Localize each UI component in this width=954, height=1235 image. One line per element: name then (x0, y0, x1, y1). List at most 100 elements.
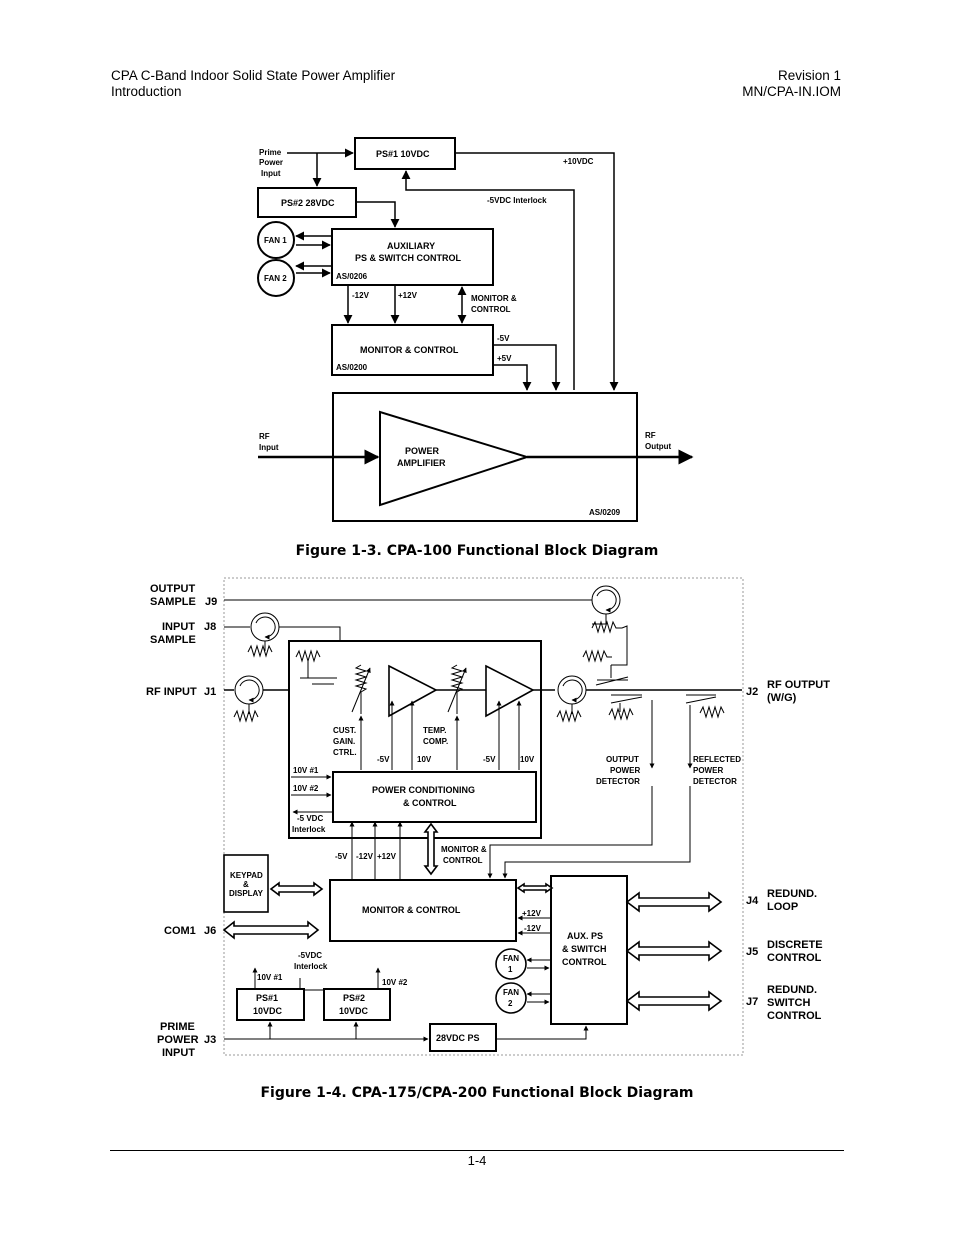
aux-part-number: AS/0206 (336, 272, 368, 281)
rf-output-label-2: (W/G) (767, 692, 797, 704)
figure-cpa175-200-diagram: OUTPUT SAMPLE J9 INPUT SAMPLE J8 RF INPU… (146, 577, 830, 1059)
prime-power-label-3b: INPUT (162, 1047, 195, 1059)
aux2-label-2: & SWITCH (562, 944, 607, 954)
bus-minus5v-label: -5V (335, 852, 348, 861)
redund-switch-label-3: CONTROL (767, 1010, 822, 1022)
plus5v-label: +5V (497, 354, 512, 363)
j5-label: J5 (746, 946, 758, 958)
stage1-minus5v-label: -5V (377, 755, 390, 764)
output-sample-label-2: SAMPLE (150, 596, 196, 608)
chassis-outline (223, 577, 744, 1056)
document-title: CPA C-Band Indoor Solid State Power Ampl… (111, 68, 396, 83)
ps2-28vdc-box (257, 187, 357, 218)
fan2-label: FAN 2 (264, 274, 287, 283)
auxiliary-ps-switch-box (331, 228, 494, 286)
keypad-label-3: DISPLAY (229, 889, 264, 898)
j4-label: J4 (746, 895, 759, 907)
interlock-input-label-2: Interlock (292, 825, 326, 834)
ps-interlock-label-2: Interlock (294, 962, 328, 971)
plus10vdc-label: +10VDC (563, 157, 594, 166)
monitor-control-box (331, 324, 494, 376)
keypad-label-2: & (243, 880, 249, 889)
ps2-10vdc-box-2 (323, 988, 391, 1021)
stage2-10v-label: 10V (520, 755, 535, 764)
discrete-control-label-2: CONTROL (767, 952, 822, 964)
output-sample-label-1: OUTPUT (150, 583, 196, 595)
fan1b-label-1: FAN (503, 954, 519, 963)
ps-interlock-label-1: -5VDC (298, 951, 322, 960)
power-conditioning-box (332, 771, 537, 823)
prime-power-label-3: Input (261, 169, 281, 178)
discrete-control-label-1: DISCRETE (767, 939, 823, 951)
j3-label: J3 (204, 1034, 216, 1046)
rf-input-label-2: Input (259, 443, 279, 452)
figure-1-4-caption: Figure 1-4. CPA-175/CPA-200 Functional B… (260, 1085, 694, 1101)
running-header-right: Revision 1 MN/CPA-IN.IOM (742, 68, 841, 100)
opd-label-1: OUTPUT (606, 755, 639, 764)
monitor-control-box-2 (329, 879, 517, 942)
ps2-10v-output-label: 10V #2 (382, 978, 408, 987)
aux-ps-switch-control-box (550, 875, 628, 1025)
monitor-control-label-2: CONTROL (471, 305, 511, 314)
mc-box-label: MONITOR & CONTROL (360, 345, 459, 355)
fan2b-label-1: FAN (503, 988, 519, 997)
aux-plus12v-label: +12V (522, 909, 542, 918)
ps2b-label-2: 10VDC (339, 1006, 369, 1016)
redund-switch-label-2: SWITCH (767, 997, 810, 1009)
mc-box-label-2: MONITOR & CONTROL (362, 905, 461, 915)
redund-loop-label-1: REDUND. (767, 888, 817, 900)
ps1-10vdc-box-2 (236, 988, 305, 1021)
prime-power-label-1b: PRIME (160, 1021, 195, 1033)
j9-label: J9 (205, 596, 217, 608)
power-amplifier-triangle (379, 410, 531, 507)
rpd-label-2: POWER (693, 766, 723, 775)
rpd-label-1: REFLECTED (693, 755, 741, 764)
com1-label: COM1 (164, 925, 196, 937)
running-header-left: CPA C-Band Indoor Solid State Power Ampl… (111, 68, 395, 100)
10v-1-input-label: 10V #1 (293, 766, 319, 775)
j8-label: J8 (204, 621, 216, 633)
redund-loop-label-2: LOOP (767, 901, 798, 913)
minus12v-label: -12V (352, 291, 370, 300)
mc-part-number: AS/0200 (336, 363, 368, 372)
keypad-label-1: KEYPAD (230, 871, 263, 880)
minus5v-label: -5V (497, 334, 510, 343)
fan2-circle (257, 259, 295, 297)
bus-minus12v-label: -12V (356, 852, 374, 861)
aux2-label-1: AUX. PS (567, 931, 603, 941)
revision-label: Revision 1 (777, 68, 841, 83)
ps28-label: 28VDC PS (436, 1033, 480, 1043)
keypad-display-box (223, 854, 269, 913)
page-number: 1-4 (467, 1153, 487, 1168)
cust-gain-label-2: GAIN. (333, 737, 355, 746)
document-number: MN/CPA-IN.IOM (742, 84, 841, 99)
opd-label-3: DETECTOR (596, 777, 640, 786)
figure-cpa100-diagram: Prime Power Input PS#1 10VDC PS#2 28VDC … (257, 137, 694, 522)
stage1-10v-label: 10V (417, 755, 432, 764)
input-sample-label-1: INPUT (162, 621, 195, 633)
pcc-label-1: POWER CONDITIONING (372, 785, 475, 795)
ps2b-label-1: PS#2 (343, 993, 365, 1003)
ps-28vdc-box (429, 1023, 497, 1052)
aux2-label-3: CONTROL (562, 957, 607, 967)
ps2-label: PS#2 28VDC (281, 198, 335, 208)
pa-label-1: POWER (405, 446, 440, 456)
opd-label-2: POWER (610, 766, 640, 775)
pa-label-2: AMPLIFIER (397, 458, 446, 468)
rf-output-label-2: Output (645, 442, 672, 451)
monitor-control-label-1: MONITOR & (471, 294, 517, 303)
aux-label-2: PS & SWITCH CONTROL (355, 253, 461, 263)
rpd-label-3: DETECTOR (693, 777, 737, 786)
fan1-label: FAN 1 (264, 236, 287, 245)
interlock-input-label-1: -5 VDC (297, 814, 323, 823)
pcc-label-2: & CONTROL (403, 798, 457, 808)
section-title: Introduction (111, 84, 182, 99)
10v-2-input-label: 10V #2 (293, 784, 319, 793)
rf-input-label-1: RF (259, 432, 270, 441)
mc-link-label-2: CONTROL (443, 856, 483, 865)
aux-minus12v-label: -12V (524, 924, 542, 933)
aux-label-1: AUXILIARY (387, 241, 435, 251)
j7-label: J7 (746, 996, 758, 1008)
rf-input-label: RF INPUT (146, 686, 197, 698)
cust-gain-label-3: CTRL. (333, 748, 357, 757)
